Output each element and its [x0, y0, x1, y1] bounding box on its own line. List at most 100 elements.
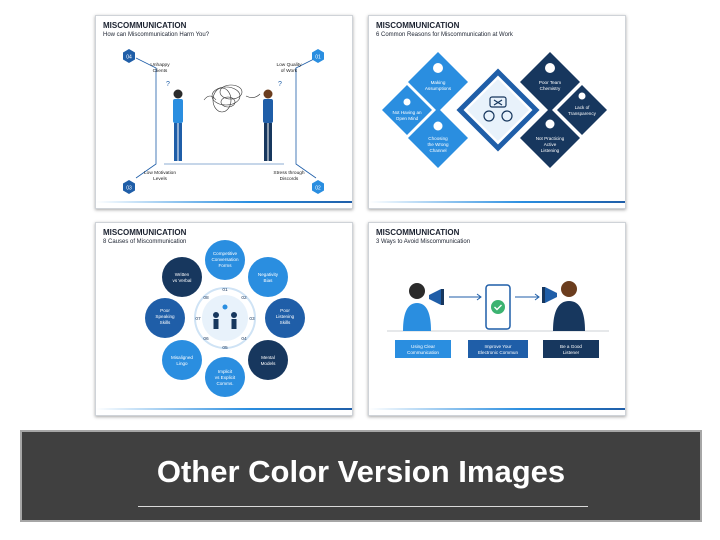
svg-text:Forms: Forms: [218, 263, 232, 268]
svg-text:Not Practicing: Not Practicing: [536, 136, 565, 141]
svg-text:Poor Team: Poor Team: [539, 80, 561, 85]
slide-subtitle: 3 Ways to Avoid Miscommunication: [376, 239, 471, 245]
banner-underline: [138, 506, 588, 507]
harm-label: Levels: [153, 176, 167, 182]
thumbnail-slide-avoid[interactable]: MISCOMMUNICATION 3 Ways to Avoid Miscomm…: [368, 222, 626, 416]
svg-text:vs Explicit: vs Explicit: [215, 375, 236, 380]
petal-number: 04: [241, 336, 247, 342]
woman-figure-icon: ?: [263, 81, 282, 161]
svg-text:?: ?: [166, 81, 170, 88]
tangle-icon: [203, 84, 261, 113]
slide-title: MISCOMMUNICATION: [103, 228, 187, 237]
svg-text:?: ?: [278, 81, 282, 88]
svg-text:Improve Your: Improve Your: [484, 344, 512, 349]
harm-label: Stress through: [273, 170, 305, 176]
svg-text:Be a Good: Be a Good: [560, 344, 582, 349]
connector-right: [295, 57, 317, 179]
reasons-diagram: Making Assumptions Poor Team Chemistry N…: [382, 52, 607, 168]
svg-text:Models: Models: [261, 361, 277, 366]
petal-number: 06: [203, 336, 209, 342]
svg-text:Assumptions: Assumptions: [425, 86, 452, 91]
number-badge-04: 04: [123, 49, 135, 63]
svg-text:Poor: Poor: [280, 308, 290, 313]
svg-text:02: 02: [315, 186, 321, 192]
reason-diamond-listening: Not Practicing Active Listening: [520, 108, 580, 168]
thumbnail-slide-harm[interactable]: MISCOMMUNICATION How can Miscommunicatio…: [95, 15, 353, 209]
svg-text:Choosing: Choosing: [428, 136, 448, 141]
man-megaphone-icon: [542, 281, 585, 331]
cause-petal-04: Mental Models: [248, 340, 288, 380]
slide-subtitle: 6 Common Reasons for Miscommunication at…: [376, 32, 513, 38]
harm-label: Discords: [280, 176, 299, 182]
svg-text:Misaligned: Misaligned: [171, 355, 193, 360]
svg-text:04: 04: [126, 55, 132, 61]
svg-text:Poor: Poor: [160, 308, 170, 313]
svg-text:Using Clear: Using Clear: [411, 344, 435, 349]
svg-text:Negativity: Negativity: [258, 272, 279, 277]
svg-text:Competitive: Competitive: [213, 251, 238, 256]
cause-petal-02: Negativity Bias: [248, 257, 288, 297]
cause-petal-08: Written vs Verbal: [162, 257, 202, 297]
svg-text:Mental: Mental: [261, 355, 275, 360]
phone-check-icon: [485, 284, 511, 330]
banner-title: Other Color Version Images: [156, 454, 566, 489]
svg-text:Not Having an: Not Having an: [392, 110, 422, 115]
svg-text:Listening: Listening: [276, 314, 295, 319]
svg-text:Chemistry: Chemistry: [540, 86, 561, 91]
slide-title: MISCOMMUNICATION: [376, 21, 460, 30]
petal-number: 02: [241, 295, 247, 301]
people-chat-icon: [483, 96, 513, 122]
causes-diagram: Competitive Conversation Forms Negativit…: [145, 240, 305, 397]
reason-diamond-assumptions: Making Assumptions: [408, 52, 468, 112]
slide-subtitle: How can Miscommunication Harm You?: [103, 32, 210, 38]
people-talk-icon: [213, 304, 237, 329]
harm-label: of Work: [281, 68, 298, 74]
cause-petal-01: Competitive Conversation Forms: [205, 240, 245, 280]
svg-text:01: 01: [315, 55, 321, 61]
slide-accent-bar: [96, 201, 352, 203]
svg-text:Open Mind: Open Mind: [396, 116, 419, 121]
connector-left: [135, 57, 157, 179]
way-box-good-listener: Be a Good Listener: [543, 340, 599, 358]
slide-accent-bar: [369, 408, 625, 410]
arrow-right-icon: [449, 293, 482, 301]
reason-diamond-transparency: Lack of Transparency: [557, 85, 607, 135]
harm-label: Low Quality: [276, 62, 302, 68]
harm-label: Clients: [153, 68, 168, 74]
woman-megaphone-icon: [403, 283, 444, 331]
svg-text:Communication: Communication: [407, 350, 439, 355]
svg-text:Speaking: Speaking: [155, 314, 175, 319]
svg-text:Implicit: Implicit: [218, 369, 233, 374]
svg-text:Transparency: Transparency: [568, 111, 597, 116]
reason-diamond-chemistry: Poor Team Chemistry: [520, 52, 580, 112]
svg-text:03: 03: [126, 186, 132, 192]
thumbnail-slide-causes[interactable]: MISCOMMUNICATION 8 Causes of Miscommunic…: [95, 222, 353, 416]
svg-text:Making: Making: [431, 80, 446, 85]
number-badge-01: 01: [312, 49, 324, 63]
number-badge-03: 03: [123, 180, 135, 194]
svg-text:Lack of: Lack of: [575, 105, 591, 110]
number-badge-02: 02: [312, 180, 324, 194]
svg-text:vs Verbal: vs Verbal: [173, 278, 192, 283]
way-box-electronic-communication: Improve Your Electronic Commun: [468, 340, 528, 358]
petal-number: 05: [222, 345, 228, 351]
svg-text:Listener: Listener: [563, 350, 580, 355]
harm-diagram: ? ? 04 01 03 02 Unhappy Clients: [123, 49, 324, 194]
svg-text:Skills: Skills: [160, 320, 171, 325]
svg-text:Active: Active: [544, 142, 557, 147]
svg-text:Conversation: Conversation: [211, 257, 239, 262]
svg-text:Comms.: Comms.: [216, 381, 233, 386]
avoid-diagram: Using Clear Communication Improve Your E…: [387, 281, 609, 358]
man-figure-icon: ?: [166, 81, 183, 161]
svg-text:Electronic Commun: Electronic Commun: [478, 350, 519, 355]
slide-accent-bar: [96, 408, 352, 410]
harm-label: Unhappy: [150, 62, 170, 68]
thumbnail-slide-reasons[interactable]: MISCOMMUNICATION 6 Common Reasons for Mi…: [368, 15, 626, 209]
svg-text:Bias: Bias: [264, 278, 274, 283]
cause-petal-03: Poor Listening Skills: [265, 298, 305, 338]
petal-number: 03: [249, 316, 255, 322]
svg-text:Written: Written: [175, 272, 190, 277]
svg-text:Skills: Skills: [280, 320, 291, 325]
svg-text:the Wrong: the Wrong: [427, 142, 449, 147]
color-version-banner: Other Color Version Images: [20, 430, 702, 522]
